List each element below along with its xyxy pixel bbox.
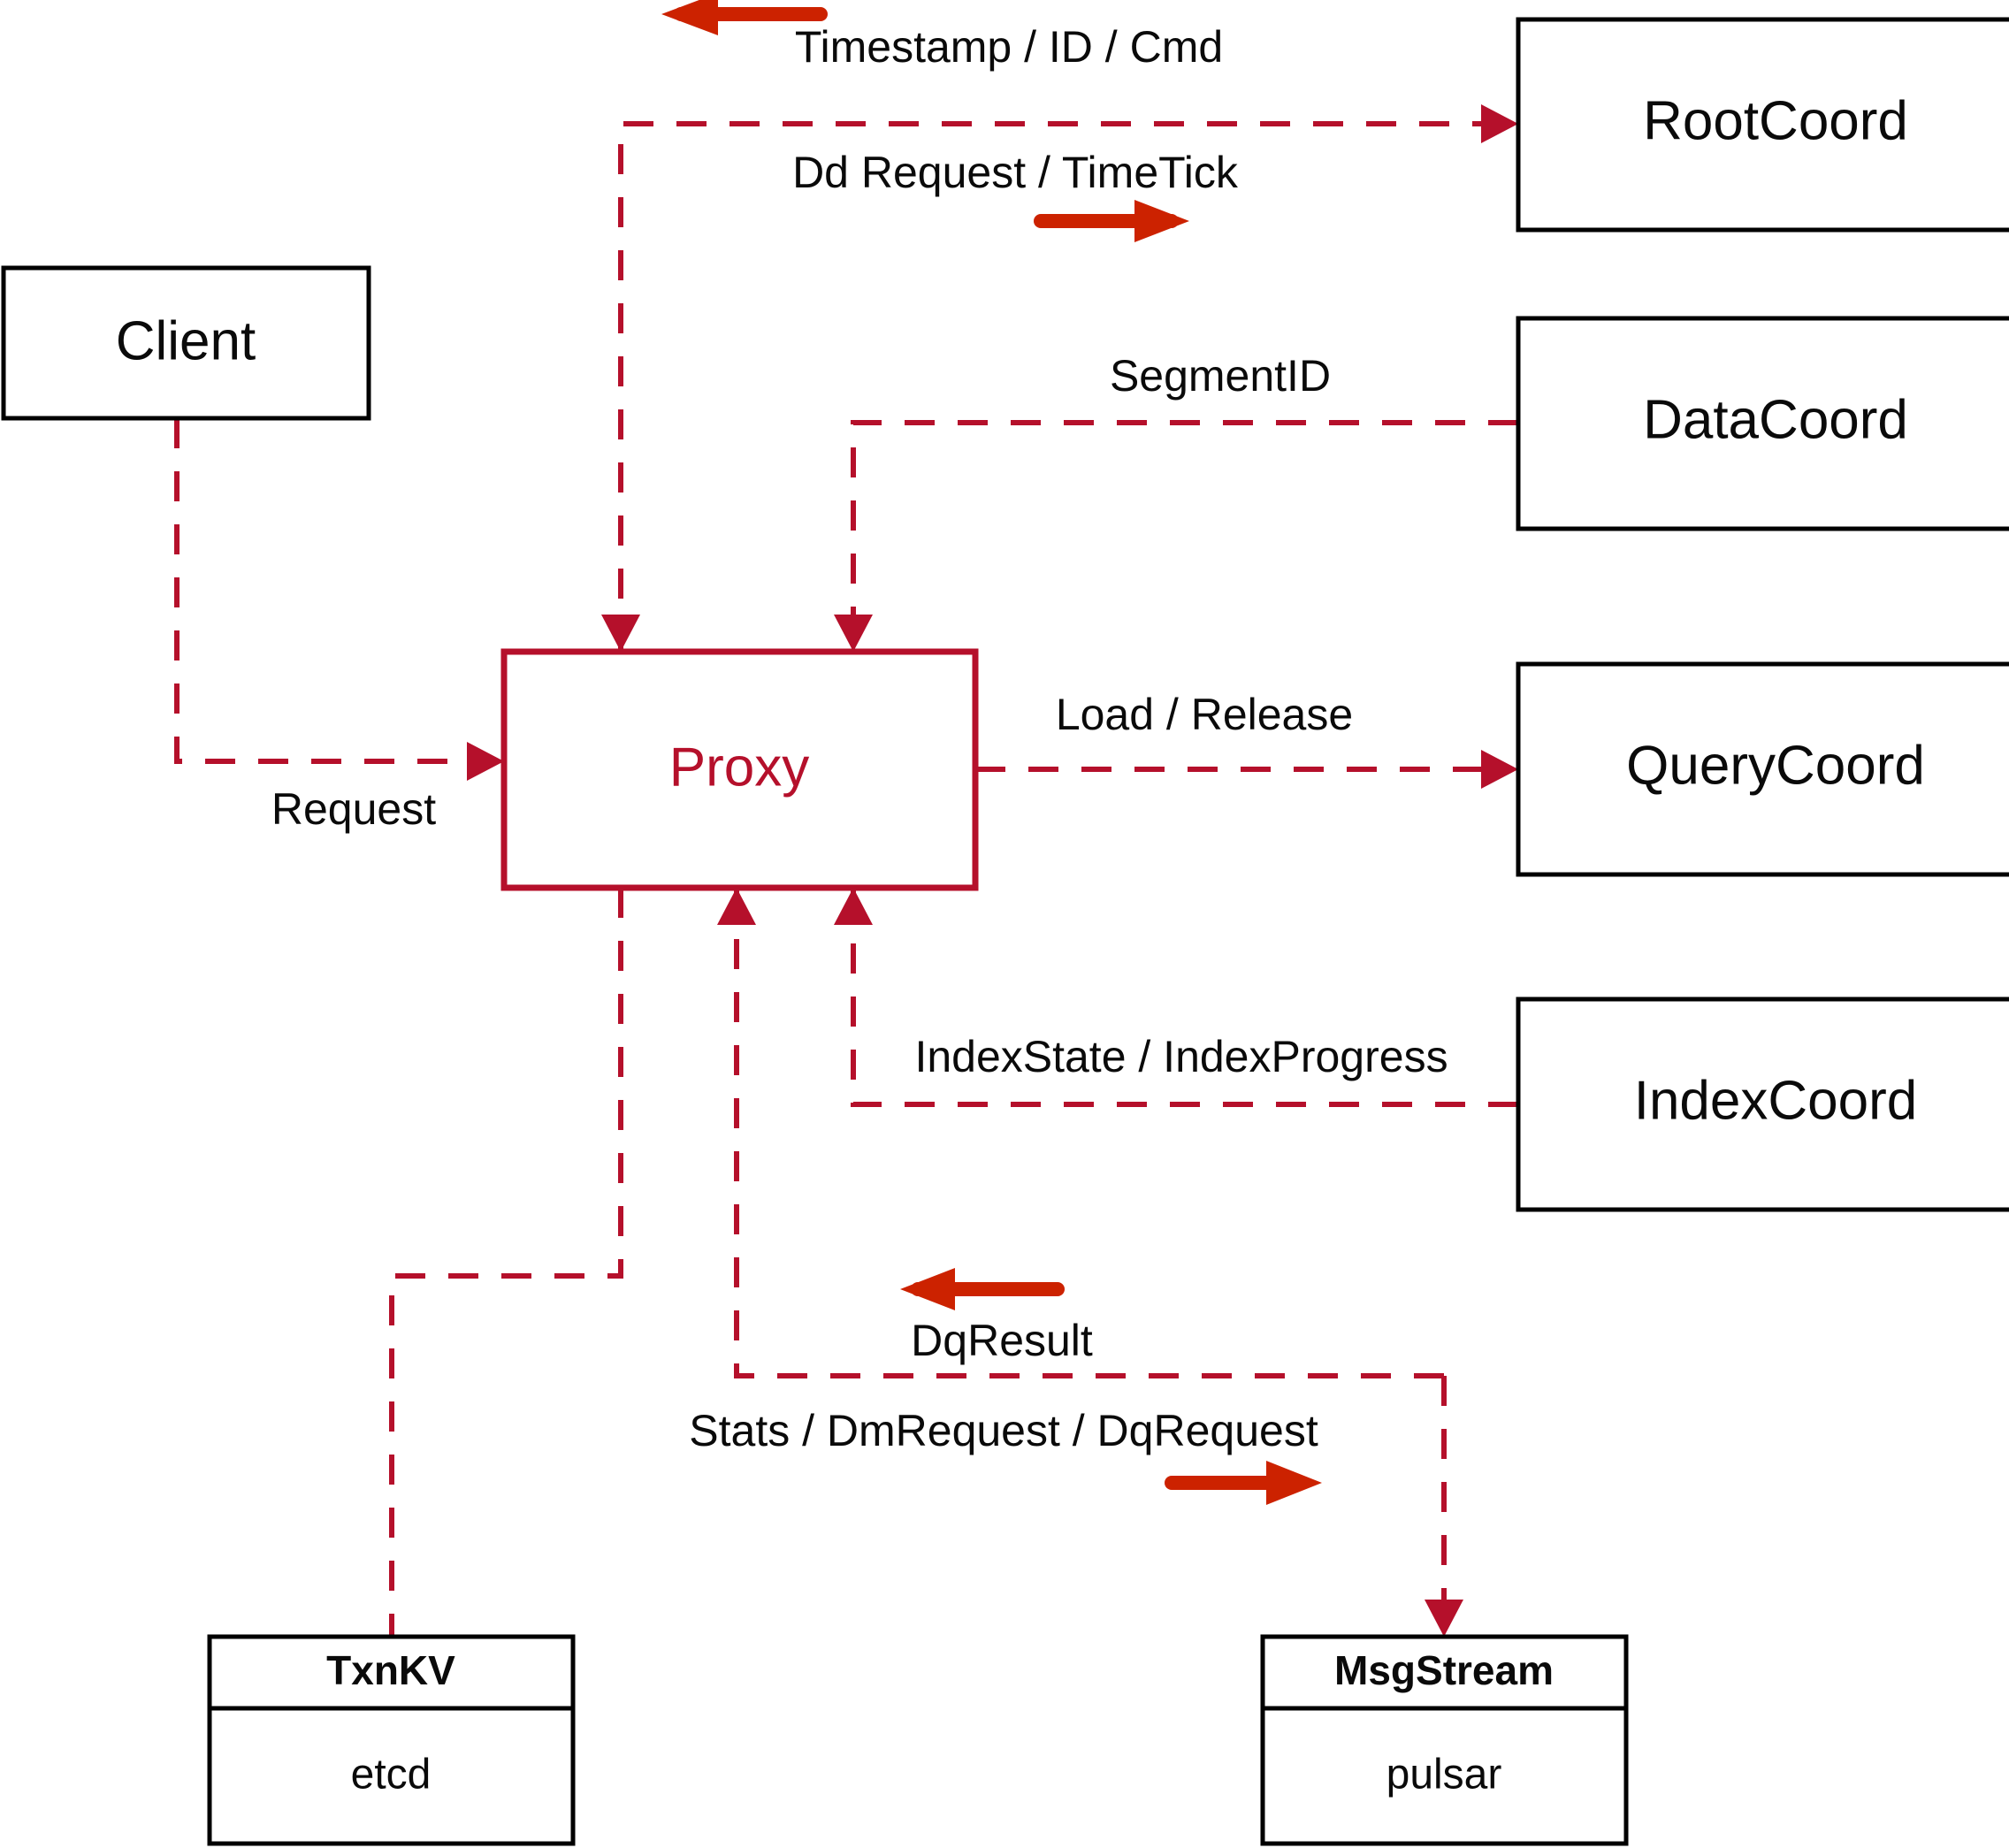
node-indexcoord-label: IndexCoord (1634, 1070, 1918, 1131)
arrowhead-indexcoord-to-proxy (834, 888, 873, 925)
legend-arrowhead-right-stats (1266, 1461, 1322, 1505)
arrowhead-client-to-proxy (467, 742, 504, 781)
edge-label-segmentid: SegmentID (1110, 351, 1331, 401)
node-datacoord[interactable]: DataCoord (1516, 316, 2009, 531)
edge-label-group-ddrequest: Dd Request / TimeTick (792, 148, 1239, 242)
node-client[interactable]: Client (1, 265, 371, 421)
edge-proxy-to-querycoord (975, 750, 1518, 789)
edge-datacoord-to-proxy (834, 420, 1518, 652)
edge-indexcoord-to-proxy (834, 888, 1518, 1107)
arrowhead-proxy-to-querycoord (1481, 750, 1518, 789)
edge-label-group-timestamp: Timestamp / ID / Cmd (661, 0, 1223, 72)
arrowhead-datacoord-to-proxy (834, 615, 873, 652)
edge-label-stats: Stats / DmRequest / DqRequest (689, 1406, 1318, 1455)
node-msgstream-header: MsgStream (1334, 1647, 1554, 1693)
node-client-label: Client (116, 310, 256, 371)
node-msgstream-body: pulsar (1386, 1752, 1502, 1798)
node-datacoord-label: DataCoord (1643, 389, 1908, 450)
arrowhead-proxy-to-msgstream (1425, 1600, 1463, 1637)
edge-client-to-proxy (174, 418, 504, 781)
edge-label-group-stats: Stats / DmRequest / DqRequest (689, 1406, 1322, 1505)
node-proxy-label: Proxy (669, 737, 809, 798)
node-proxy[interactable]: Proxy (500, 648, 979, 891)
node-querycoord[interactable]: QueryCoord (1516, 661, 2009, 877)
node-rootcoord[interactable]: RootCoord (1516, 17, 2009, 233)
legend-arrowhead-left-dqresult (900, 1268, 955, 1310)
node-querycoord-label: QueryCoord (1626, 735, 1925, 796)
node-indexcoord[interactable]: IndexCoord (1516, 997, 2009, 1212)
edge-label-loadrelease: Load / Release (1056, 690, 1353, 739)
edge-label-group-dqresult: DqResult (900, 1268, 1093, 1365)
node-txnkv-body: etcd (351, 1752, 432, 1798)
node-msgstream[interactable]: MsgStream pulsar (1260, 1634, 1629, 1846)
edge-label-request: Request (271, 784, 436, 834)
edge-label-timestamp: Timestamp / ID / Cmd (795, 22, 1223, 72)
edge-proxy-to-txnkv (389, 888, 623, 1637)
arrowhead-msgstream-to-proxy (717, 888, 756, 925)
edge-label-indexstate: IndexState / IndexProgress (914, 1032, 1448, 1081)
arrowhead-rootcoord-to-proxy (601, 615, 640, 652)
node-txnkv[interactable]: TxnKV etcd (207, 1634, 576, 1846)
edge-proxy-to-rootcoord (601, 104, 1518, 652)
legend-arrowhead-right-ddrequest (1134, 200, 1189, 242)
legend-arrowhead-left-timestamp (661, 0, 718, 35)
edge-msgstream-to-proxy (717, 888, 1444, 1378)
edge-proxy-to-msgstream (1425, 1376, 1463, 1637)
edge-label-dqresult: DqResult (911, 1316, 1093, 1365)
node-rootcoord-label: RootCoord (1643, 90, 1908, 151)
arrowhead-proxy-to-rootcoord (1481, 104, 1518, 143)
edge-label-ddrequest: Dd Request / TimeTick (792, 148, 1239, 197)
node-txnkv-header: TxnKV (326, 1647, 455, 1693)
